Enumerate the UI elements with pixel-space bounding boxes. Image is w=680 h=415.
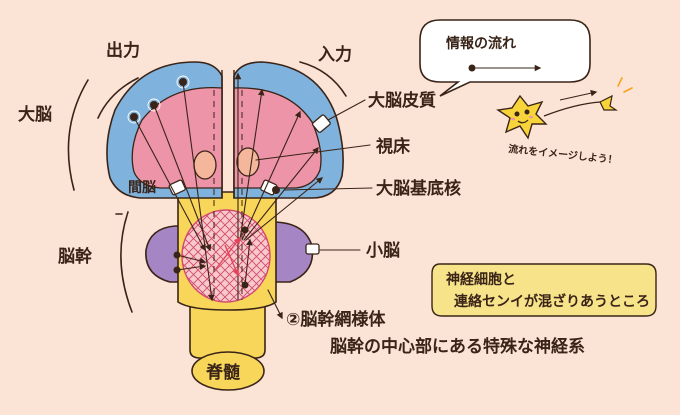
thalamus-left [193,150,217,180]
reticular-arrows [214,236,241,277]
label-diencephalon: 間脳 [128,179,156,196]
label-reticular-title: ②脳幹網様体 [286,309,386,330]
label-cortex: 大脳皮質 [368,90,436,111]
label-cerebrum: 大脳 [18,104,52,125]
cerebellum-marker [305,243,320,255]
pointer-lines [255,99,373,320]
brainstem-bracket [120,211,133,313]
input-arrows [234,72,324,301]
info-flow-bubble: 情報の流れ [419,19,591,97]
neuron-rings [127,75,190,124]
bubble-title: 情報の流れ [446,35,516,52]
spinal-cord-end [191,351,265,391]
label-brainstem: 脳幹 [58,246,93,267]
cerebellum [145,225,181,283]
cerebrum-bracket [67,79,89,191]
label-input: 入力 [318,44,352,65]
note-line-2: 連絡センイが混ざりあうところ [454,293,650,310]
input-bracket [299,61,347,97]
bubble-caption: 流れをイメージしよう！ [508,142,619,166]
output-bracket [97,77,139,119]
midline-dashes [213,90,243,300]
label-thalamus: 視床 [375,136,411,157]
thalamus-right [236,147,260,177]
label-spinal-cord: 脊髄 [205,362,241,383]
note-line-1: 神経細胞と [446,271,516,288]
neuron-character [496,77,633,140]
label-basal-ganglia: 大脳基底核 [376,178,461,199]
midline-fissure [221,70,235,198]
label-output: 出力 [106,40,140,61]
label-cerebellum: 小脳 [366,241,400,261]
label-reticular-desc: 脳幹の中心部にある特殊な神経系 [330,336,585,357]
cortex-marker-right [311,114,331,133]
note-box: 神経細胞と 連絡センイが混ざりあうところ [431,263,657,317]
output-arrows [133,81,215,302]
